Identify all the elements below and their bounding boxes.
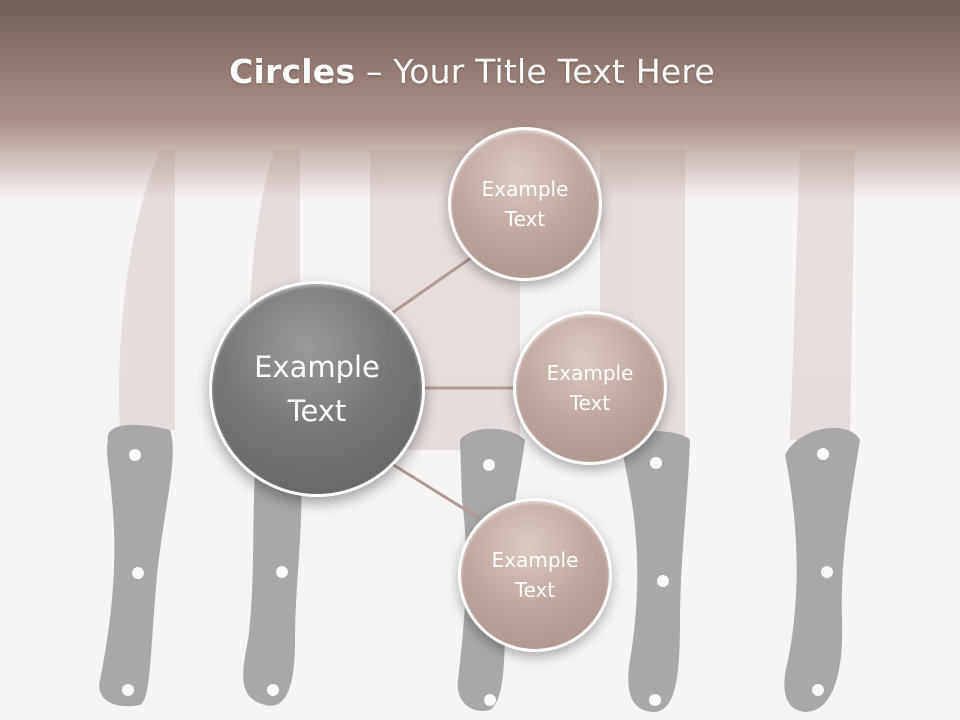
node-circle-1-line1: Example xyxy=(481,177,569,201)
center-circle[interactable]: Example Text xyxy=(209,281,425,497)
connector-line-1 xyxy=(391,253,476,315)
node-circle-3-line1: Example xyxy=(491,548,579,572)
slide-title: Circles – Your Title Text Here xyxy=(0,52,944,91)
node-circle-2-line1: Example xyxy=(546,361,634,385)
slide-title-bold: Circles xyxy=(229,52,356,91)
node-circle-3[interactable]: Example Text xyxy=(458,498,612,652)
center-circle-line1: Example xyxy=(254,350,380,384)
center-circle-line2: Text xyxy=(287,394,347,428)
slide-title-rest: – Your Title Text Here xyxy=(355,52,715,91)
node-circle-1[interactable]: Example Text xyxy=(448,127,602,281)
node-circle-2[interactable]: Example Text xyxy=(513,311,667,465)
node-circle-2-line2: Text xyxy=(569,391,611,415)
connector-line-3 xyxy=(391,462,483,522)
node-circle-3-line2: Text xyxy=(514,578,556,602)
node-circle-1-line2: Text xyxy=(504,207,546,231)
